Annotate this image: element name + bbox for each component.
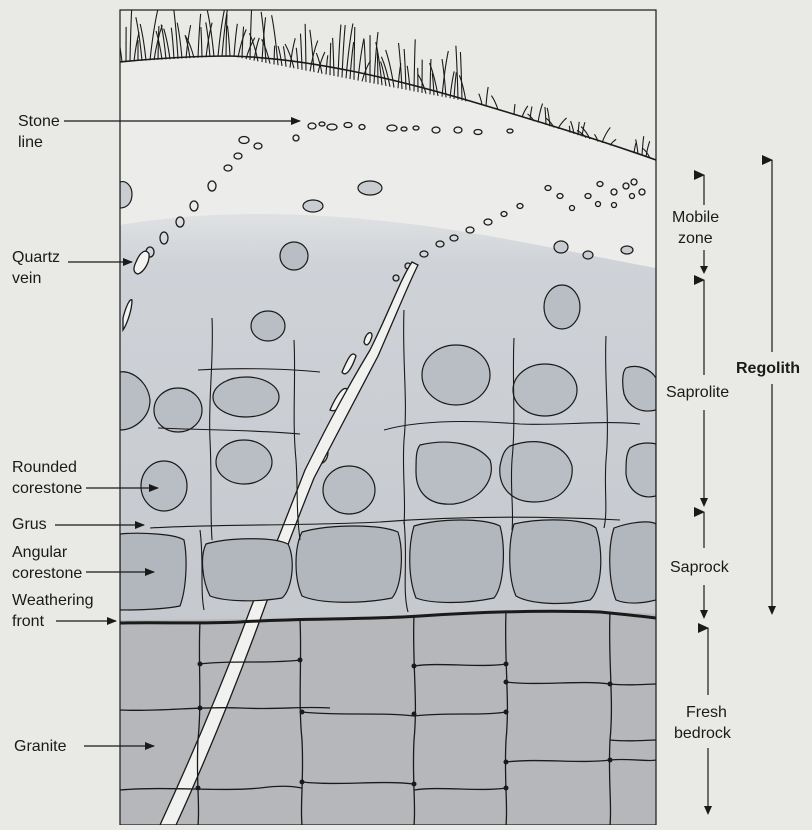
label-quartz-vein-1: Quartz bbox=[12, 249, 60, 266]
mobile-zone-arrowhead-down bbox=[700, 266, 708, 274]
zone-regolith: Regolith bbox=[736, 360, 800, 377]
bedrock-arrowhead-down bbox=[704, 806, 712, 815]
saprock-arrowhead-down bbox=[700, 610, 708, 619]
bedrock-layer bbox=[120, 611, 656, 825]
label-rounded-corestone-2: corestone bbox=[12, 480, 82, 497]
label-angular-corestone-2: corestone bbox=[12, 565, 82, 582]
grass-blade bbox=[569, 126, 570, 133]
label-weathering-front-2: front bbox=[12, 613, 45, 630]
label-weathering-front-1: Weathering bbox=[12, 592, 94, 609]
saprolite-arrowhead-down bbox=[700, 498, 708, 507]
zone-mobile-2: zone bbox=[678, 230, 713, 247]
zone-mobile-1: Mobile bbox=[672, 209, 719, 226]
zone-saprolite: Saprolite bbox=[666, 384, 729, 401]
zone-saprock: Saprock bbox=[670, 559, 730, 576]
label-stone-line-1: Stone bbox=[18, 113, 60, 130]
profile-block bbox=[115, 3, 656, 825]
label-rounded-corestone-1: Rounded bbox=[12, 459, 77, 476]
grass-blade bbox=[377, 52, 378, 84]
label-quartz-vein-2: vein bbox=[12, 270, 41, 287]
label-granite: Granite bbox=[14, 738, 67, 755]
grass-blade bbox=[274, 46, 275, 65]
label-grus: Grus bbox=[12, 516, 47, 533]
zone-labels: Mobile zone Saprolite Saprock Fresh bedr… bbox=[666, 160, 800, 815]
zone-fresh-bedrock-2: bedrock bbox=[674, 725, 732, 742]
label-angular-corestone-1: Angular bbox=[12, 544, 68, 561]
label-stone-line-2: line bbox=[18, 134, 43, 151]
zone-fresh-bedrock-1: Fresh bbox=[686, 704, 727, 721]
grass-blade bbox=[330, 43, 331, 75]
regolith-arrowhead-down bbox=[768, 606, 776, 615]
